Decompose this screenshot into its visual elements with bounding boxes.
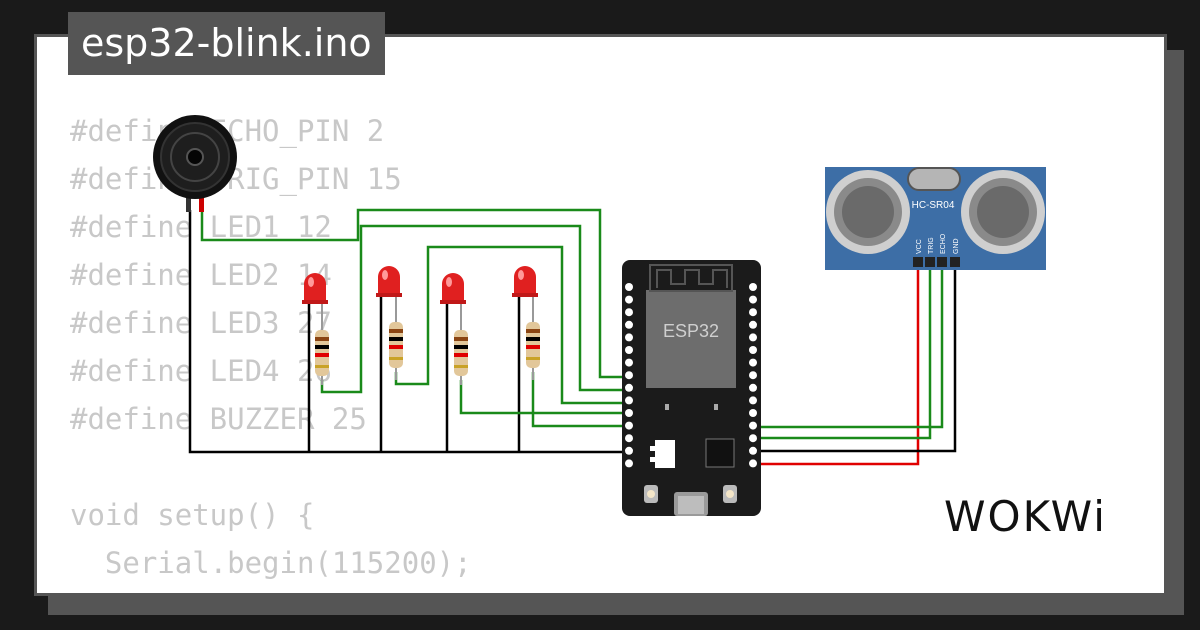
- code-line: #define LED4 26: [70, 354, 332, 388]
- circuit-diagram: ESP32 HC-SR04 VCC: [153, 115, 1046, 516]
- sensor-vcc-wire: [752, 266, 920, 466]
- ground-wire: [188, 210, 628, 454]
- sensor-pin-echo: ECHO: [940, 233, 947, 254]
- esp32-pin[interactable]: [625, 295, 633, 304]
- esp32-pin[interactable]: [749, 421, 757, 430]
- led2-signal-wire: [394, 245, 628, 405]
- led3-signal-wire: [459, 380, 628, 415]
- esp32-pin[interactable]: [625, 371, 633, 380]
- esp32-pin[interactable]: [749, 409, 757, 417]
- led1-signal-wire: [320, 224, 628, 394]
- esp32-pin[interactable]: [625, 358, 633, 367]
- wires: [188, 208, 957, 466]
- sensor-gnd-wire: [752, 266, 957, 453]
- esp32-pin[interactable]: [749, 434, 757, 443]
- hc-sr04-sensor[interactable]: HC-SR04 VCC TRIG ECHO GND: [825, 167, 1046, 270]
- esp32-pin[interactable]: [625, 446, 633, 455]
- preview-card: #define ECHO_PIN 2#define TRIG_PIN 15#de…: [34, 34, 1167, 596]
- sensor-echo-wire: [752, 266, 944, 429]
- led4-signal-wire: [531, 372, 628, 428]
- code-line: #define LED1 12: [70, 210, 332, 244]
- esp32-pin[interactable]: [749, 446, 757, 455]
- esp32-pin[interactable]: [625, 308, 633, 317]
- buzzer-signal-wire: [200, 208, 628, 379]
- esp32-pin[interactable]: [749, 308, 757, 317]
- esp32-pin[interactable]: [749, 333, 757, 342]
- esp32-pin[interactable]: [625, 421, 633, 430]
- esp32-pin[interactable]: [625, 333, 633, 342]
- sensor-pin-vcc: VCC: [916, 239, 923, 254]
- esp32-label: ESP32: [663, 321, 719, 341]
- resistor-4: [526, 297, 540, 380]
- esp32-pin[interactable]: [625, 434, 633, 443]
- code-line: Serial.begin(115200);: [70, 546, 472, 580]
- led-1[interactable]: [302, 273, 328, 304]
- esp32-pin[interactable]: [625, 283, 633, 291]
- esp32-pin[interactable]: [749, 346, 757, 354]
- esp32-pin[interactable]: [749, 459, 757, 468]
- esp32-left-pins: [625, 283, 633, 468]
- esp32-pin[interactable]: [749, 320, 757, 329]
- sensor-trig-wire: [752, 266, 932, 440]
- resistor-2: [389, 297, 403, 380]
- esp32-board[interactable]: ESP32: [622, 260, 761, 516]
- project-title: esp32-blink.ino: [68, 12, 385, 75]
- esp32-pin[interactable]: [749, 295, 757, 304]
- esp32-pin[interactable]: [749, 358, 757, 367]
- esp32-pin[interactable]: [625, 459, 633, 468]
- wokwi-logo: WOKWi: [944, 492, 1107, 541]
- code-line: #define LED3 27: [70, 306, 332, 340]
- sensor-pin-trig: TRIG: [928, 237, 935, 254]
- resistor-1: [315, 304, 329, 385]
- led-3[interactable]: [440, 273, 466, 304]
- esp32-pin[interactable]: [625, 383, 633, 392]
- led-4[interactable]: [512, 266, 538, 297]
- esp32-right-pins: [749, 283, 757, 468]
- code-line: #define BUZZER 25: [70, 402, 367, 436]
- esp32-pin[interactable]: [625, 396, 633, 405]
- esp32-pin[interactable]: [749, 371, 757, 380]
- esp32-pin[interactable]: [749, 283, 757, 291]
- sensor-label: HC-SR04: [912, 200, 955, 211]
- sensor-pin-gnd: GND: [953, 238, 960, 254]
- esp32-pin[interactable]: [749, 396, 757, 405]
- resistor-3: [454, 304, 468, 385]
- esp32-pin[interactable]: [625, 409, 633, 417]
- esp32-pin[interactable]: [625, 346, 633, 354]
- led-2[interactable]: [376, 266, 402, 297]
- esp32-pin[interactable]: [749, 383, 757, 392]
- buzzer[interactable]: [153, 115, 237, 212]
- code-line: void setup() {: [70, 498, 315, 532]
- esp32-pin[interactable]: [625, 320, 633, 329]
